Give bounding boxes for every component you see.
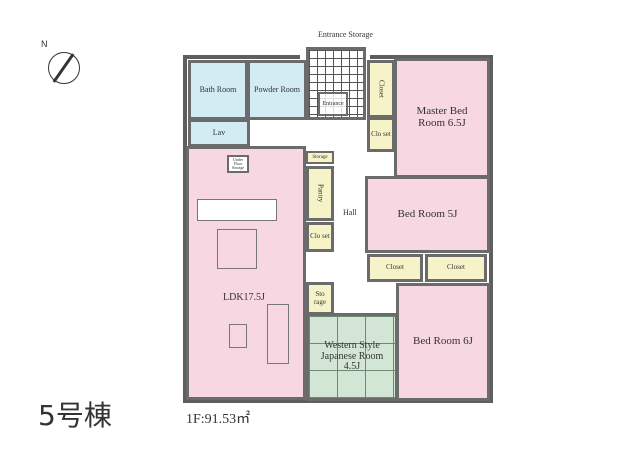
- closet-master: Closet: [367, 60, 395, 118]
- bedroom-5j: Bed Room 5J: [365, 176, 490, 253]
- storage: Sto rage: [306, 282, 334, 315]
- closet-master-2: Clo set: [367, 117, 395, 152]
- bath-room: Bath Room: [188, 60, 248, 120]
- building-label: 5号棟: [38, 399, 112, 432]
- ldk-label: LDK17.5J: [223, 292, 265, 303]
- closet-hall: Clo set: [306, 222, 334, 252]
- hall-label: Hall: [343, 208, 357, 217]
- master-bedroom: Master Bed Room 6.5J: [394, 58, 490, 178]
- lavatory: Lav: [188, 119, 250, 147]
- powder-room: Powder Room: [247, 60, 307, 120]
- entrance: Entrance: [318, 92, 348, 116]
- north-arrow-icon: [52, 53, 75, 83]
- north-label: N: [41, 39, 48, 49]
- closet-b: Closet: [425, 254, 487, 282]
- storage-small: Storage: [306, 151, 334, 164]
- pantry: Pantry: [306, 166, 334, 221]
- entrance-storage-label: Entrance Storage: [318, 30, 373, 39]
- ldk: LDK17.5J Under Floor Storage: [186, 146, 306, 400]
- closet-a: Closet: [367, 254, 423, 282]
- bedroom-6j: Bed Room 6J: [396, 283, 490, 401]
- floor-area: 1F:91.53㎡: [186, 412, 251, 427]
- under-floor-storage: Under Floor Storage: [227, 155, 249, 173]
- north-compass: N: [41, 39, 80, 84]
- japanese-room: Western Style Japanese Room 4.5J: [306, 313, 398, 401]
